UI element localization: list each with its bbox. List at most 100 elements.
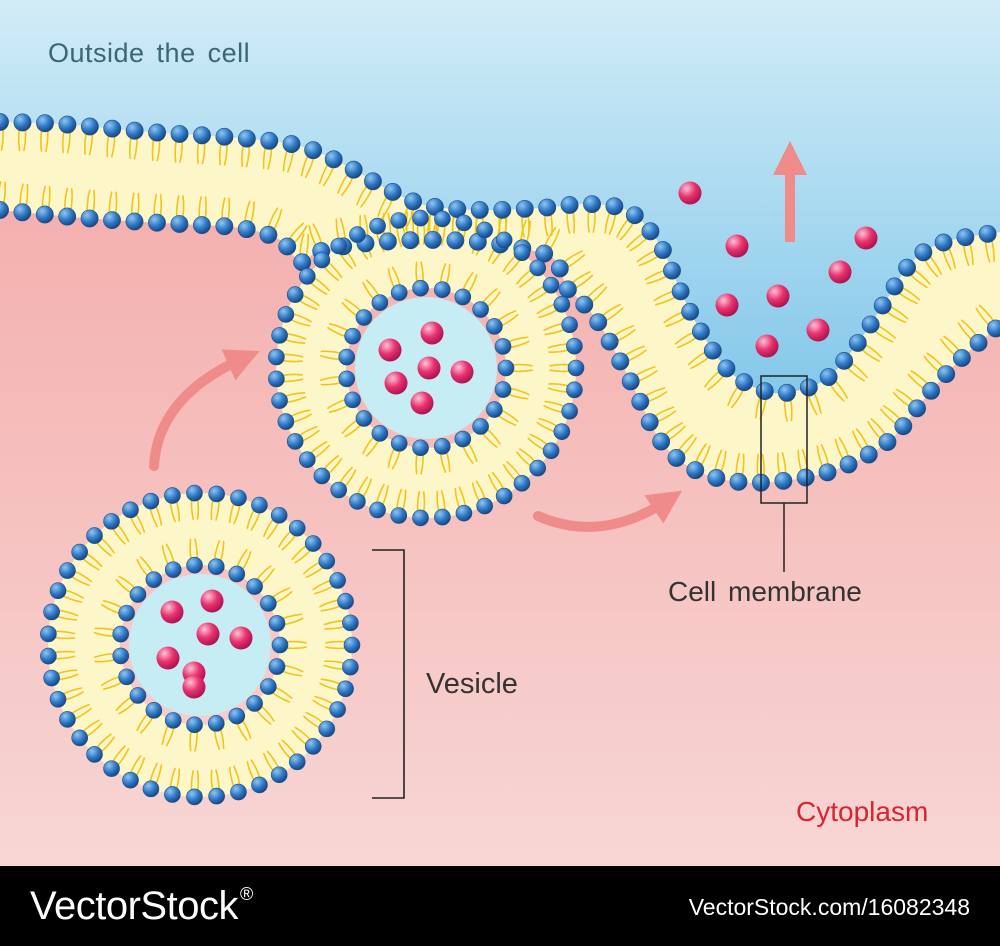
lipid-head: [186, 556, 203, 574]
lipid-head: [338, 348, 356, 366]
lipid-head: [625, 206, 644, 225]
lipid-head: [455, 214, 473, 232]
lipid-head: [112, 625, 130, 643]
lipid-head: [122, 501, 139, 519]
lipid-head: [304, 738, 322, 755]
lipid-head: [412, 439, 429, 457]
lipid-head: [129, 586, 147, 603]
lipid-head: [237, 129, 256, 148]
lipid-head: [344, 391, 361, 409]
lipid-head: [298, 268, 316, 285]
lipid-head: [454, 430, 472, 448]
lipid-head: [495, 487, 513, 505]
lipid-head: [208, 787, 225, 805]
cargo-molecule: [420, 321, 444, 345]
lipid-head: [839, 455, 858, 474]
lipid-head: [494, 338, 512, 355]
lipid-head: [448, 200, 467, 218]
outside-cell-label: Outside the cell: [48, 38, 251, 68]
lipid-head: [371, 294, 389, 311]
lipid-head: [270, 506, 288, 524]
lipid-head: [122, 771, 139, 789]
lipid-head: [953, 349, 971, 367]
lipid-head: [600, 332, 619, 351]
lipid-head: [344, 327, 361, 345]
lipid-head: [561, 402, 578, 420]
lipid-head: [270, 766, 288, 784]
lipid-head: [286, 286, 304, 303]
lipid-head: [861, 315, 880, 334]
lipid-head: [251, 776, 268, 794]
lipid-head: [848, 334, 867, 352]
lipid-head: [260, 678, 277, 695]
lipid-head: [364, 172, 382, 191]
lipid-head: [40, 625, 57, 643]
lipid-head: [835, 351, 854, 370]
lipid-head: [329, 701, 346, 718]
lipid-head: [550, 259, 569, 278]
curved-arrow-icon: [533, 490, 683, 532]
lipid-head: [476, 221, 493, 239]
lipid-head: [494, 381, 512, 398]
lipid-head: [148, 213, 166, 232]
lipid-head: [969, 333, 988, 352]
lipid-head: [118, 604, 135, 622]
lipid-head: [288, 753, 306, 771]
lipid-head: [342, 614, 359, 632]
lipid-head: [49, 582, 67, 600]
lipid-head: [560, 196, 579, 214]
lipid-head: [164, 487, 181, 504]
lipid-head: [755, 382, 774, 400]
lipid-head: [237, 220, 256, 239]
cargo-molecule: [417, 356, 441, 380]
lipid-head: [268, 615, 286, 632]
lipid-head: [553, 423, 571, 440]
lipid-heads: [0, 113, 1000, 806]
lipid-head: [13, 203, 32, 222]
lipid-head: [49, 690, 67, 708]
lipid-head: [390, 212, 408, 229]
lipid-head: [215, 217, 234, 236]
lipid-head: [228, 565, 246, 583]
lipid-head: [470, 201, 489, 219]
lipid-head: [652, 432, 671, 451]
lipid-head: [36, 114, 54, 133]
cargo-molecule: [378, 338, 402, 362]
lipid-head: [313, 467, 331, 485]
cytoplasm-label: Cytoplasm: [796, 796, 929, 827]
released-cargo-molecule: [725, 234, 749, 258]
lipid-head: [486, 318, 503, 335]
released-cargo-molecule: [806, 318, 830, 342]
lipid-head: [538, 198, 557, 217]
cargo-molecule: [196, 622, 220, 646]
lipid-head: [446, 231, 465, 250]
lipid-head: [355, 410, 373, 427]
lipid-head: [681, 302, 700, 321]
lipid-head: [583, 195, 601, 213]
diagram-canvas: [0, 0, 1000, 866]
lipid-head: [186, 788, 203, 806]
lipid-head: [278, 237, 297, 256]
lipid-head: [717, 359, 736, 378]
lipid-head: [343, 636, 361, 654]
lipid-head: [288, 519, 306, 537]
lipid-head: [193, 126, 211, 145]
lipid-head: [561, 316, 578, 334]
lipid-head: [145, 702, 163, 719]
lipid-head: [282, 135, 301, 153]
lipid-head: [58, 207, 77, 226]
lipid-head: [515, 199, 534, 218]
lipid-head: [230, 489, 247, 507]
lipid-head: [873, 296, 892, 315]
cargo-molecule: [410, 391, 434, 415]
lipid-head: [434, 210, 451, 228]
lipid-head: [566, 381, 583, 399]
lipid-head: [433, 438, 451, 455]
lipid-head: [692, 322, 710, 341]
lipid-head: [80, 117, 99, 136]
lipid-head: [493, 200, 512, 219]
lipid-head: [497, 359, 515, 377]
released-cargo-molecule: [715, 293, 739, 317]
lipid-head: [454, 288, 472, 306]
lipid-head: [271, 327, 288, 344]
